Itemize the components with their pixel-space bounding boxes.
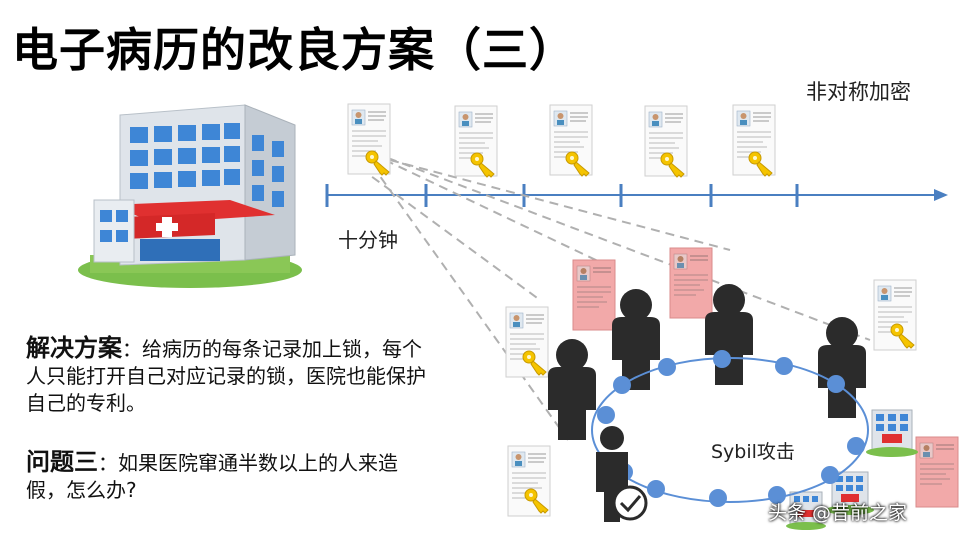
page-title: 电子病历的改良方案（三） — [12, 23, 576, 77]
timeline — [325, 184, 948, 207]
solution-text: 解决方案：给病历的每条记录加上锁，每个人只能打开自己对应记录的锁，医院也能保护自… — [26, 335, 426, 417]
verified-person-icon — [596, 426, 648, 522]
dashed-connectors — [359, 157, 871, 441]
sybil-attack-label: Sybil攻击 — [711, 441, 795, 463]
question-three-text: 问题三：如果医院窜通半数以上的人来造假，怎么办? — [26, 449, 406, 504]
timeline-label: 十分钟 — [338, 228, 398, 252]
checkmark-icon — [612, 485, 648, 521]
asymmetric-encryption-label: 非对称加密 — [806, 80, 911, 104]
watermark: 头条 @昔前之家 — [768, 502, 908, 524]
question-three-body: ：如果医院窜通半数以上的人来造假，怎么办? — [26, 451, 398, 502]
solution-body: ：给病历的每条记录加上锁，每个人只能打开自己对应记录的锁，医院也能保护自己的专利… — [26, 337, 426, 415]
question-three-keyword: 问题三 — [26, 448, 98, 476]
hospital-icon — [78, 104, 302, 288]
sybil-ring — [591, 350, 869, 507]
solution-keyword: 解决方案 — [26, 334, 122, 362]
